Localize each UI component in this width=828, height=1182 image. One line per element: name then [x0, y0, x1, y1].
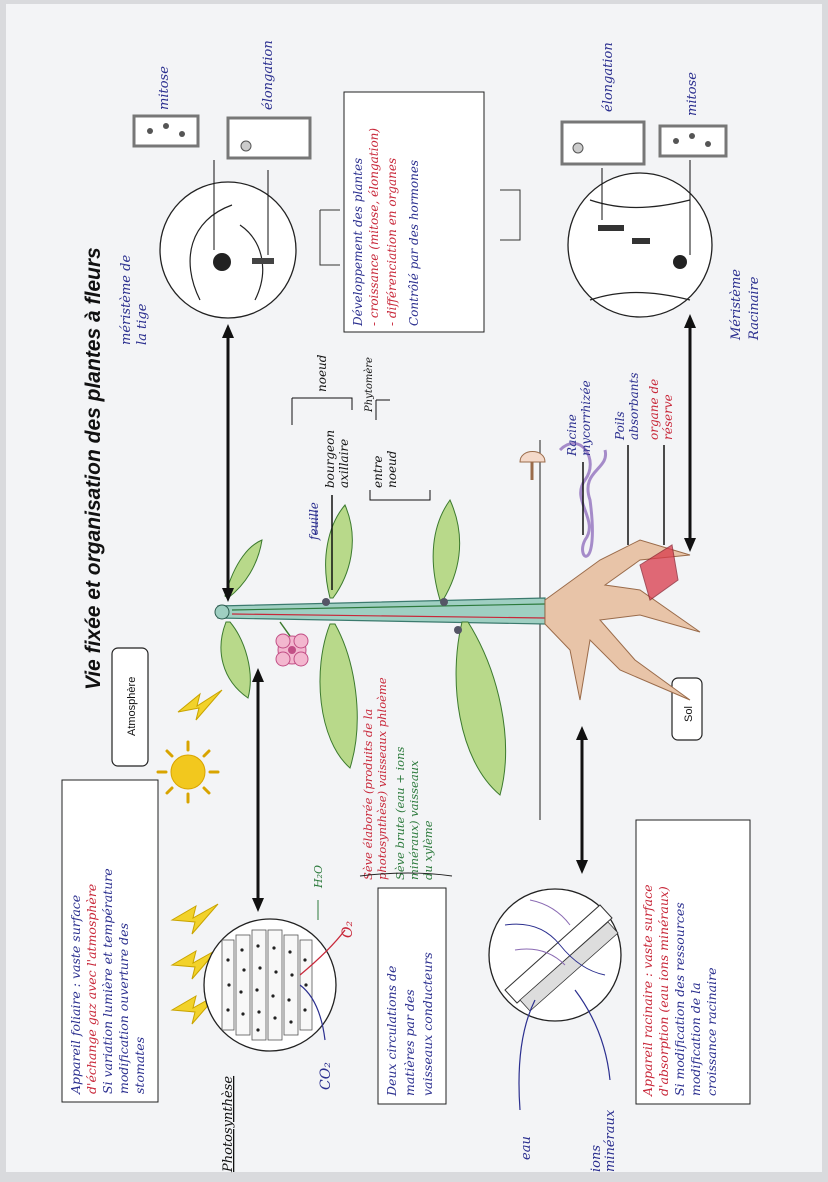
circulation-line2: matières par des	[402, 989, 417, 1096]
elongation-bottom-label: élongation	[601, 42, 616, 112]
racine-label-1: Racine	[565, 414, 579, 457]
circulation-box	[377, 887, 447, 1105]
racinaire-box	[635, 819, 751, 1105]
ions-arrow	[574, 989, 611, 1081]
plant-drawing	[214, 442, 701, 796]
page-title: Vie fixée et organisation des plantes à …	[82, 247, 105, 690]
sol-label: Sol	[683, 706, 695, 722]
stem-meristem-circle	[159, 181, 297, 319]
photosynthese-label: Photosynthèse	[221, 1076, 236, 1173]
seve-elaboree-line1: Sève élaborée (produits de la	[361, 709, 375, 880]
foliar-line5: stomates	[132, 1037, 147, 1094]
foliar-box	[61, 779, 159, 1103]
foliar-line1: Appareil foliaire : vaste surface	[68, 895, 83, 1095]
mitose-cell-bottom	[658, 124, 728, 158]
racinaire-line3: Si modification des ressources	[672, 902, 687, 1096]
mitose-top-label: mitose	[157, 66, 172, 110]
seve-brute-line2: minéraux) vaisseaux	[407, 760, 421, 880]
development-line4: Contrôlé par des hormones	[407, 160, 421, 326]
development-line2: - croissance (mitose, élongation)	[367, 128, 381, 326]
seve-elaboree-line2: photosynthèse) vaisseaux phloème	[375, 677, 389, 880]
phytomere-label: Phytomère	[364, 357, 375, 413]
racinaire-line4: modification de la	[688, 982, 703, 1096]
organe-label-1: organe de	[647, 379, 661, 440]
atmosphere-box: Atmosphère	[111, 647, 149, 767]
meristem-tige-label-1: méristème de	[119, 255, 134, 345]
roots	[544, 539, 701, 701]
foliar-line4: modification ouverture des	[116, 923, 131, 1094]
co2-arrow	[299, 984, 326, 1041]
foliar-line2: d'échange gaz avec l'atmosphère	[84, 884, 99, 1094]
bourgeon-label-2: axillaire	[337, 439, 351, 488]
eau-arrow	[518, 999, 536, 1111]
entre-noeud-label-1: entre	[371, 456, 385, 489]
development-box	[343, 91, 485, 333]
racine-label-2: mycorrhizée	[579, 380, 593, 456]
seve-brute-line3: du xylème	[421, 820, 435, 880]
co2-label: CO₂	[318, 1062, 334, 1090]
circulation-line3: vaisseaux conducteurs	[420, 952, 435, 1096]
organe-label-2: réserve	[661, 394, 675, 440]
leaf-section-circle	[203, 918, 337, 1052]
meristem-racine-label-2: Racinaire	[747, 276, 762, 341]
root-meristem-circle	[567, 172, 713, 318]
circulation-line1: Deux circulations de	[384, 966, 399, 1097]
ions-label-2: minéraux	[603, 1109, 618, 1172]
sun-icon	[156, 740, 220, 804]
development-line1: Développement des plantes	[351, 158, 365, 327]
poils-label-1: Poils	[613, 411, 627, 441]
lightning-icon	[177, 689, 223, 721]
eau-label: eau	[519, 1136, 534, 1160]
atmosphere-label: Atmosphère	[126, 677, 138, 736]
racinaire-line2: d'absorption (eau ions minéraux)	[656, 886, 671, 1096]
poils-label-2: absorbants	[627, 373, 641, 441]
bourgeon-label-1: bourgeon	[323, 430, 337, 488]
h2o-label: H₂O	[312, 865, 325, 889]
mitose-cell-top	[132, 114, 200, 148]
o2-label: O₂	[340, 921, 356, 938]
sol-box: Sol	[671, 677, 703, 741]
seve-brute-line1: Sève brute (eau + ions	[393, 747, 407, 880]
root-section-circle	[488, 888, 622, 1022]
elongation-cell-top	[226, 116, 312, 160]
entre-noeud-label-2: noeud	[385, 450, 399, 488]
elongation-cell-bottom	[560, 120, 646, 166]
noeud-label: noeud	[315, 354, 329, 392]
meristem-tige-label-2: la tige	[135, 303, 150, 345]
ions-label-1: ions	[589, 1145, 604, 1172]
racinaire-line1: Appareil racinaire : vaste surface	[640, 884, 655, 1097]
meristem-racine-label-1: Méristème	[729, 269, 744, 341]
mitose-bottom-label: mitose	[685, 72, 700, 116]
o2-arrow	[299, 929, 346, 976]
development-line3: - différenciation en organes	[385, 158, 399, 326]
feuille-label: feuille	[307, 502, 321, 541]
elongation-top-label: élongation	[261, 40, 276, 110]
foliar-line3: Si variation lumière et température	[100, 868, 115, 1094]
racinaire-line5: croissance racinaire	[704, 967, 719, 1096]
seve-brace	[359, 872, 453, 877]
